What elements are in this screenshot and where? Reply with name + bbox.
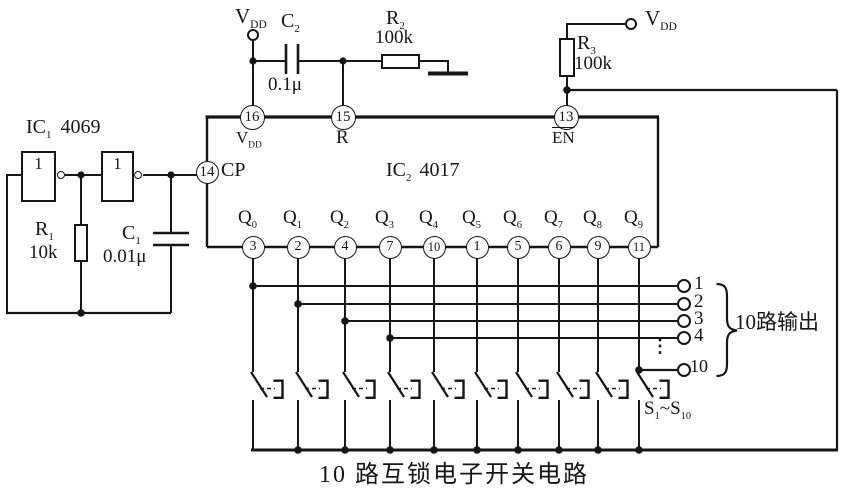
inverter-gate-1: 1 <box>21 151 56 202</box>
switch-row <box>249 370 671 452</box>
output-terminal-3 <box>677 314 691 328</box>
gate2-symbol: 1 <box>113 154 122 173</box>
pin-q6: 5 <box>506 235 530 259</box>
q4-label: Q4 <box>419 207 438 231</box>
pin-q1: 2 <box>286 235 310 259</box>
c1-name: C1 <box>122 222 141 247</box>
inverter-gate-2: 1 <box>101 151 134 202</box>
inverter-bubble-icon <box>134 171 142 179</box>
output-number-10: 10 <box>690 356 708 376</box>
c1-capacitor-plates <box>153 231 189 247</box>
pin-q4: 10 <box>422 235 446 259</box>
output-terminal-4 <box>677 331 691 345</box>
q8-label: Q8 <box>583 207 602 231</box>
pin-16: 16 <box>239 104 265 130</box>
c1-value: 0.01μ <box>103 246 147 267</box>
switch-s9 <box>594 370 630 452</box>
switch-s2 <box>294 370 330 452</box>
output-number-1: 1 <box>694 273 704 294</box>
c2-name: C2 <box>281 10 300 35</box>
switch-s7 <box>514 370 550 452</box>
pin14-label: CP <box>221 159 246 181</box>
switch-s5 <box>430 370 466 452</box>
q0-label: Q0 <box>238 207 257 231</box>
pin-13: 13 <box>553 104 579 130</box>
switch-s8 <box>555 370 591 452</box>
pin-14: 14 <box>195 161 219 184</box>
q1-label: Q1 <box>283 207 302 231</box>
pin-q0: 3 <box>241 235 265 259</box>
r1-value: 10k <box>29 242 58 263</box>
gate1-symbol: 1 <box>34 154 43 173</box>
output-terminal-2 <box>677 297 691 311</box>
c2-capacitor-plates <box>284 44 300 74</box>
q2-label: Q2 <box>330 207 349 231</box>
output-number-4: 4 <box>694 325 704 346</box>
pin-q2: 4 <box>333 235 357 259</box>
output-terminal-10 <box>677 363 691 377</box>
outputs-ellipsis: ⋮ <box>651 336 669 356</box>
inverter-bubble-icon <box>57 171 65 179</box>
q5-label: Q5 <box>462 207 481 231</box>
q9-label: Q9 <box>624 207 643 231</box>
resistor-r2-body <box>381 54 420 69</box>
circuit-caption: 10 路互锁电子开关电路 <box>319 462 589 488</box>
c2-value: 0.1μ <box>268 74 302 95</box>
output-number-3: 3 <box>694 308 704 329</box>
r2-value: 100k <box>375 27 413 48</box>
resistor-r3-body <box>559 38 575 77</box>
output-number-2: 2 <box>694 291 704 312</box>
r3-name: R3 <box>577 32 596 57</box>
r1-name: R1 <box>35 218 54 243</box>
pin16-label: VDD <box>236 128 262 151</box>
outputs-brace <box>716 282 738 378</box>
output-terminal-1 <box>677 279 691 293</box>
pin-q3: 7 <box>378 235 402 259</box>
r3-value: 100k <box>574 53 612 74</box>
pin-q9: 11 <box>627 235 651 259</box>
switch-s6 <box>473 370 509 452</box>
pin-q5: 1 <box>465 235 489 259</box>
output-tap-lines <box>253 285 677 372</box>
pin-q7: 6 <box>547 235 571 259</box>
resistor-r1-body <box>74 224 88 262</box>
q6-label: Q6 <box>503 207 522 231</box>
vdd-label-left: VDD <box>235 4 267 32</box>
r3-en-wires <box>566 23 839 450</box>
vdd-label-right: VDD <box>645 6 677 34</box>
switch-s3 <box>341 370 377 452</box>
r2-name: R2 <box>386 7 405 32</box>
junction-dots <box>77 57 643 454</box>
pin-q8: 9 <box>586 235 610 259</box>
oscillator-wires <box>6 174 199 315</box>
q3-label: Q3 <box>375 207 394 231</box>
switch-s1 <box>249 370 285 452</box>
pin-15: 15 <box>330 104 356 130</box>
q7-label: Q7 <box>544 207 563 231</box>
pin13-label: EN <box>552 128 575 147</box>
q-output-wires <box>252 258 640 372</box>
switch-s4 <box>386 370 422 452</box>
vdd-terminal-right <box>625 18 637 30</box>
vdd-terminal-left <box>247 29 259 41</box>
pin15-label: R <box>336 127 349 148</box>
switch-range-label: S1~S10 <box>644 398 692 422</box>
outputs-group-label: 10路输出 <box>735 310 819 334</box>
